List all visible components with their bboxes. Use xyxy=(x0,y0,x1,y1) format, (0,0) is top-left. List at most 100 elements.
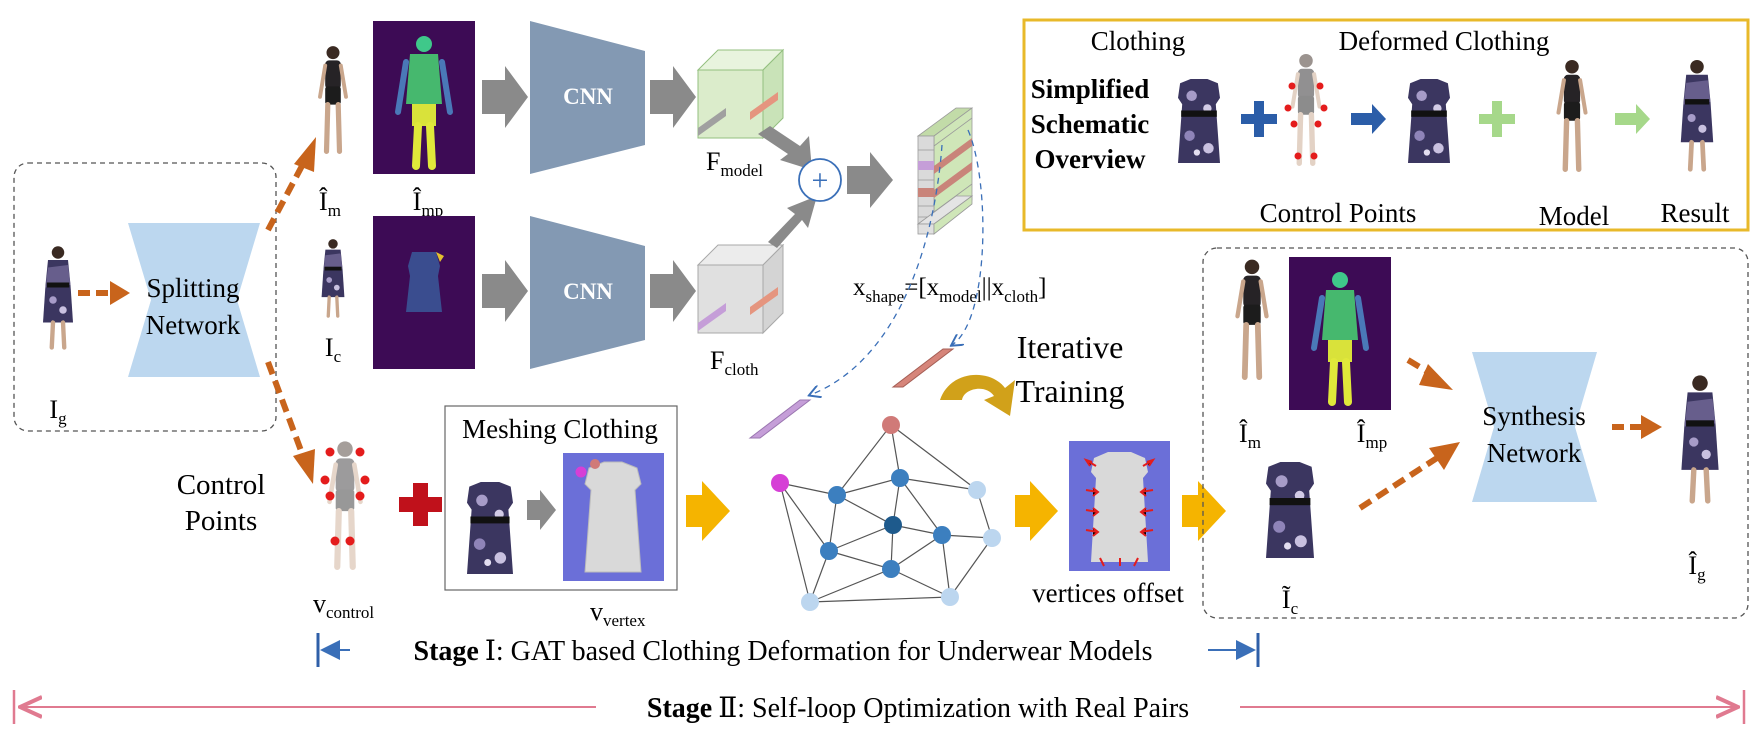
arrow-cloth-to-synthesis xyxy=(1358,455,1439,511)
arrow-fmodel-to-concat xyxy=(758,126,812,170)
parsing-head xyxy=(416,36,432,52)
synthesis-network-label-1: Synthesis xyxy=(1482,401,1586,431)
iterative-training-label-1: Iterative xyxy=(1017,329,1124,365)
parsing-arms xyxy=(395,59,453,115)
arrow-graph-to-offset xyxy=(1015,481,1058,541)
arrow-offset-to-synthesis xyxy=(1182,481,1226,541)
splitting-network-label-1: Splitting xyxy=(146,273,239,303)
arrow-mesh-to-graph xyxy=(686,481,730,541)
splitting-network xyxy=(128,223,260,377)
label-i-c-tilde: Ĩc xyxy=(1282,585,1299,618)
arrow-parsing-to-synthesis-head xyxy=(1419,364,1453,390)
arrow-splitting-to-control xyxy=(265,360,306,458)
cnn-top-label: CNN xyxy=(563,84,613,109)
vertices-offset-label: vertices offset xyxy=(1032,578,1184,608)
arrow-cnn-to-fmodel xyxy=(650,66,696,128)
arrow-input-to-splitting-head xyxy=(110,281,130,305)
arrow-cloth-to-mesh xyxy=(527,490,556,530)
parsing-legs xyxy=(412,122,436,170)
label-i-m-hat: Îm xyxy=(319,187,341,220)
synthesis-parsing-shorts xyxy=(1328,340,1352,362)
node-feature-bar xyxy=(748,399,812,439)
overview-control-points-label: Control Points xyxy=(1260,198,1417,228)
synthesis-group-box xyxy=(1202,247,1749,619)
overview-title-1: Simplified xyxy=(1031,74,1150,104)
overview-plus-green xyxy=(1479,101,1515,137)
arrow-concat-to-features xyxy=(847,152,893,208)
overview-model-label: Model xyxy=(1539,201,1610,231)
synthesis-parsing-head xyxy=(1332,272,1348,288)
offset-arrows xyxy=(1083,458,1156,567)
clothing-mask-tag xyxy=(436,252,444,262)
concat-circle xyxy=(798,158,842,202)
synthesis-network xyxy=(1472,352,1597,502)
label-synth-i-m-hat: Îm xyxy=(1239,419,1261,452)
mesh-clothing-shape xyxy=(584,461,642,573)
control-points-figure xyxy=(320,441,370,567)
arrow-splitting-to-control-head xyxy=(293,449,315,484)
synthesis-network-label-2: Network xyxy=(1487,438,1582,468)
overview-box xyxy=(1022,18,1750,232)
overview-title-2: Schematic xyxy=(1031,109,1149,139)
label-v-vertex: vvertex xyxy=(590,597,646,630)
overview-title-3: Overview xyxy=(1035,144,1146,174)
concat-plus: + xyxy=(812,164,829,197)
shape-feature-stack xyxy=(916,107,974,235)
arrow-splitting-to-model xyxy=(265,162,306,232)
arrow-cnn-to-fcloth xyxy=(650,260,696,322)
overview-arrow-blue xyxy=(1351,104,1386,134)
output-person-image xyxy=(1681,375,1718,501)
label-synth-i-mp-hat: Împ xyxy=(1357,419,1387,452)
label-i-c: Ic xyxy=(325,333,342,366)
overview-result-image xyxy=(1681,60,1713,169)
plus-control-mesh xyxy=(399,483,442,526)
overview-clothing-label: Clothing xyxy=(1091,26,1186,56)
overview-result-label: Result xyxy=(1660,198,1730,228)
overview-deformed-clothing-image xyxy=(1408,79,1450,163)
overview-plus-blue xyxy=(1241,101,1277,137)
overview-arrow-green xyxy=(1615,104,1650,134)
control-points-label-1: Control xyxy=(177,469,266,501)
iterative-training-label-2: Training xyxy=(1015,373,1124,409)
overview-control-points-image xyxy=(1284,54,1328,163)
iterative-training-arrow xyxy=(940,374,1015,416)
overview-model-image xyxy=(1559,60,1586,169)
meshing-clothing-image xyxy=(467,482,513,574)
mesh-control-node-pink xyxy=(590,459,600,469)
input-group-box xyxy=(13,162,277,432)
clothing-mask-shape xyxy=(406,252,442,312)
arrow-cloth-to-synthesis-head xyxy=(1429,442,1460,470)
label-f-model: Fmodel xyxy=(706,147,763,180)
cnn-bottom xyxy=(530,216,645,369)
feature-cube-cloth xyxy=(696,243,785,335)
overview-deformed-clothing-label: Deformed Clothing xyxy=(1339,26,1550,56)
gat-graph xyxy=(771,416,1001,611)
offset-clothing-shape xyxy=(1091,452,1148,562)
synthesis-parsing-arms xyxy=(1311,295,1369,351)
label-i-mp-hat: Împ xyxy=(413,187,443,220)
synthesis-parsing-legs xyxy=(1328,358,1352,406)
feature-cube-model xyxy=(696,48,785,140)
arrow-parsing-to-cnn-top xyxy=(482,66,528,128)
label-v-control: vcontrol xyxy=(313,589,374,622)
arrow-splitting-to-model-head xyxy=(294,137,316,172)
arrow-synthesis-to-output-head xyxy=(1641,415,1662,439)
parsing-torso xyxy=(406,54,442,104)
splitting-network-label-2: Network xyxy=(146,310,241,340)
cnn-bottom-label: CNN xyxy=(563,279,613,304)
dashed-arrow-to-node-feature xyxy=(810,144,943,395)
control-points-label-2: Points xyxy=(185,505,258,537)
cnn-top xyxy=(530,21,645,174)
label-i-g: Ig xyxy=(49,395,67,428)
arrow-mask-to-cnn-bottom xyxy=(482,260,528,322)
synthesis-parsing-torso xyxy=(1322,290,1358,340)
model-image xyxy=(320,46,346,151)
clothing-image xyxy=(319,237,347,318)
label-i-g-hat: Îg xyxy=(1688,551,1706,584)
equation-x-shape: xshape=[xmodel||xcloth] xyxy=(853,274,1047,306)
arrow-fcloth-to-concat xyxy=(768,196,817,248)
mesh-control-node-magenta xyxy=(575,466,587,478)
